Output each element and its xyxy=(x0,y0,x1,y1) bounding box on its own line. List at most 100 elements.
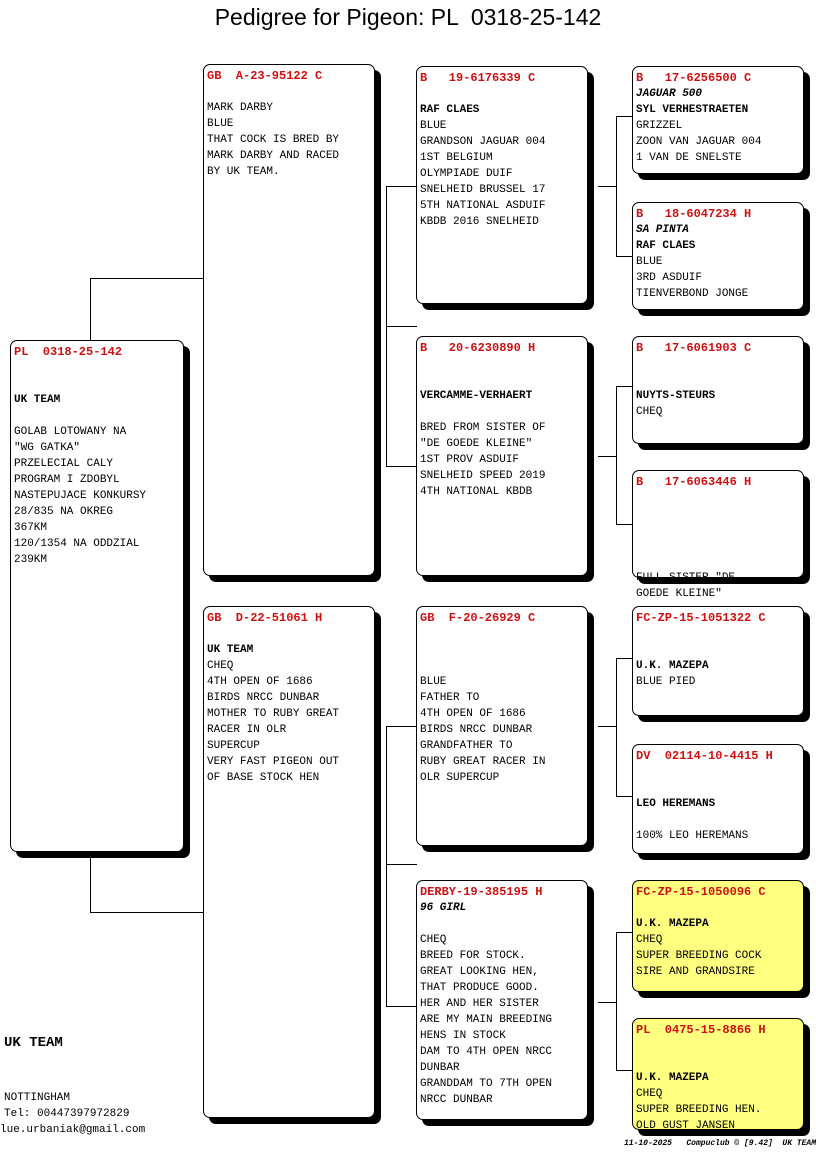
connector-line xyxy=(598,186,616,187)
pedigree-note-line: "WG GATKA" xyxy=(14,442,81,454)
pedigree-note-line: GRANDDAM TO 7TH OPEN xyxy=(420,1078,553,1090)
pedigree-note-line: PROGRAM I ZDOBYL xyxy=(14,474,120,486)
pedigree-note-line: NRCC DUNBAR xyxy=(420,1094,493,1106)
connector-line xyxy=(386,186,417,187)
connector-line xyxy=(598,456,616,457)
pedigree-note-line: SNELHEID BRUSSEL 17 xyxy=(420,184,546,196)
breeder-city: NOTTINGHAM xyxy=(4,1092,71,1104)
breeder-email: lue.urbaniak@gmail.com xyxy=(0,1124,146,1136)
pedigree-note-line: 28/835 NA OKREG xyxy=(14,506,114,518)
ring-number: DV 02114-10-4415 H xyxy=(636,749,773,763)
ring-number: B 18-6047234 H xyxy=(636,207,752,221)
ring-number: B 17-6256500 C xyxy=(636,71,752,85)
connector-line xyxy=(616,116,633,117)
pedigree-note-line: 100% LEO HEREMANS xyxy=(636,830,749,842)
pedigree-note-line: UK TEAM xyxy=(207,644,254,656)
connector-line xyxy=(598,726,616,727)
pedigree-note-line: BLUE xyxy=(207,118,234,130)
pedigree-note-line: SNELHEID SPEED 2019 xyxy=(420,470,546,482)
connector-line xyxy=(386,726,417,727)
connector-line xyxy=(616,116,617,256)
pedigree-note-line: CHEQ xyxy=(420,934,447,946)
pedigree-note-line: VERCAMME-VERHAERT xyxy=(420,390,533,402)
pedigree-note-line: RACER IN OLR xyxy=(207,724,287,736)
connector-line xyxy=(90,858,91,912)
pigeon-name xyxy=(636,626,798,642)
pedigree-note-line: LEO HEREMANS xyxy=(636,798,716,810)
pedigree-note-line: HER AND HER SISTER xyxy=(420,998,539,1010)
pedigree-note-line: 3RD ASDUIF xyxy=(636,272,703,284)
pedigree-note-line: FATHER TO xyxy=(420,692,480,704)
pedigree-note-line: TIENVERBOND JONGE xyxy=(636,288,749,300)
ring-number: GB A-23-95122 C xyxy=(207,69,323,83)
pedigree-note-line: SUPERCUP xyxy=(207,740,260,752)
pedigree-note-line xyxy=(420,404,582,420)
pedigree-note-line xyxy=(636,554,798,570)
pedigree-note-line: 120/1354 NA ODDZIAL xyxy=(14,538,140,550)
pedigree-note-line: CHEQ xyxy=(636,1088,663,1100)
pedigree-note-line: U.K. MAZEPA xyxy=(636,660,709,672)
pedigree-note-line xyxy=(420,372,582,388)
pedigree-note-line: U.K. MAZEPA xyxy=(636,1072,709,1084)
pedigree-note-line: DAM TO 4TH OPEN NRCC xyxy=(420,1046,553,1058)
pigeon-name xyxy=(420,356,582,372)
ring-number: B 19-6176339 C xyxy=(420,71,536,85)
ring-number: B 17-6063446 H xyxy=(636,475,752,489)
connector-line xyxy=(616,256,633,257)
connector-line xyxy=(90,278,91,340)
pedigree-note-line xyxy=(636,522,798,538)
pedigree-note-line: BLUE PIED xyxy=(636,676,696,688)
pigeon-name xyxy=(636,1038,798,1054)
ring-number: PL 0318-25-142 xyxy=(14,345,123,359)
breeder-phone: Tel: 00447397972829 xyxy=(4,1108,130,1120)
pedigree-note-line: GOLAB LOTOWANY NA xyxy=(14,426,127,438)
pigeon-name xyxy=(207,84,369,100)
pedigree-note-line: OLYMPIADE DUIF xyxy=(420,168,513,180)
connector-line xyxy=(616,386,633,387)
pedigree-note-line: GRANDFATHER TO xyxy=(420,740,513,752)
pedigree-note-line: RUBY GREAT RACER IN xyxy=(420,756,546,768)
pedigree-note-line: GRANDSON JAGUAR 004 xyxy=(420,136,546,148)
pedigree-note-line xyxy=(636,1054,798,1070)
pigeon-name: SA PINTA xyxy=(636,224,689,236)
connector-line xyxy=(616,796,633,797)
pigeon-card-sire-dam-dam[interactable]: B 17-6063446 H FULL SISTER "DE GOEDE KLEIN… xyxy=(632,470,804,600)
pedigree-note-line: GOEDE KLEINE" xyxy=(636,588,722,600)
pedigree-note-line: 5TH NATIONAL ASDUIF xyxy=(420,200,546,212)
connector-line xyxy=(616,658,617,796)
pedigree-note-line xyxy=(420,642,582,658)
pigeon-card-dam-sire-dam[interactable]: DV 02114-10-4415 H LEO HEREMANS 100% LEO H… xyxy=(632,744,804,854)
pedigree-note-line: 4TH OPEN OF 1686 xyxy=(207,676,313,688)
pedigree-note-line: BLUE xyxy=(636,256,663,268)
pedigree-note-line: DUNBAR xyxy=(420,1062,460,1074)
pedigree-note-line: FULL SISTER "DE xyxy=(636,572,736,584)
pedigree-note-line: BLUE xyxy=(420,676,447,688)
ring-number: PL 0475-15-8866 H xyxy=(636,1023,766,1037)
pigeon-name xyxy=(636,356,798,372)
pedigree-note-line: CHEQ xyxy=(636,934,663,946)
pigeon-name xyxy=(420,626,582,642)
connector-line xyxy=(616,524,633,525)
pigeon-name: JAGUAR 500 xyxy=(636,88,703,100)
pedigree-note-line: MARK DARBY AND RACED xyxy=(207,150,340,162)
connector-line xyxy=(616,386,617,524)
pigeon-name xyxy=(636,490,798,506)
connector-line xyxy=(616,658,633,659)
pedigree-note-line: OLD GUST JANSEN xyxy=(636,1120,736,1132)
pedigree-note-line: BLUE xyxy=(420,120,447,132)
pedigree-note-line: BIRDS NRCC DUNBAR xyxy=(420,724,533,736)
connector-line xyxy=(386,726,387,1006)
